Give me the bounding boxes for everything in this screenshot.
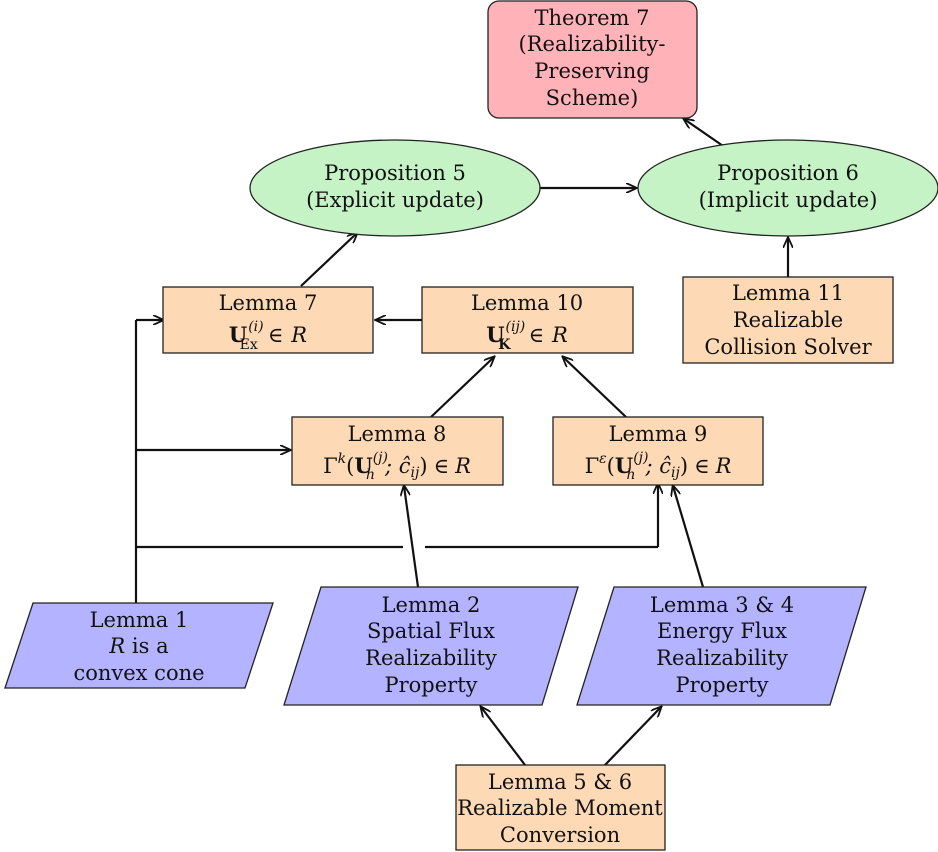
lemma2-line4: Property bbox=[384, 673, 477, 697]
edges bbox=[134, 119, 788, 766]
edge-prop6-theorem7 bbox=[684, 119, 727, 149]
theorem7-title: Theorem 7 bbox=[534, 6, 649, 30]
lemma56-title: Lemma 5 & 6 bbox=[488, 770, 632, 794]
lemma7-box bbox=[162, 286, 374, 354]
lemma8-box bbox=[291, 416, 504, 486]
node-lemma1: Lemma 1 R is a convex cone bbox=[4, 602, 274, 689]
prop6-ellipse bbox=[637, 139, 938, 237]
edge-lemma56-lemma34 bbox=[604, 707, 661, 766]
lemma7-expression: U(i)Ex∈R bbox=[229, 319, 307, 353]
lemma34-line2: Energy Flux bbox=[657, 619, 787, 643]
theorem7-line2: (Realizability- bbox=[519, 32, 666, 56]
node-lemma2: Lemma 2 Spatial Flux Realizability Prope… bbox=[283, 586, 579, 706]
edge-lemma7-prop5 bbox=[300, 233, 357, 287]
lemma9-expression: Γε(U(j)h; ĉij)∈R bbox=[585, 450, 732, 483]
lemma7-title: Lemma 7 bbox=[219, 291, 318, 315]
theorem7-line4: Scheme) bbox=[546, 86, 639, 110]
lemma11-line2: Realizable bbox=[733, 308, 843, 332]
edge-lemma2-lemma8 bbox=[404, 486, 420, 588]
node-lemma7: Lemma 7 U(i)Ex∈R bbox=[162, 286, 374, 354]
edge-lemma34-lemma9 bbox=[673, 486, 705, 588]
node-prop5: Proposition 5 (Explicit update) bbox=[249, 139, 541, 237]
lemma11-box bbox=[682, 276, 894, 364]
node-prop6: Proposition 6 (Implicit update) bbox=[637, 139, 938, 237]
lemma34-parallelogram bbox=[576, 586, 867, 706]
lemma56-box bbox=[455, 764, 666, 851]
prop5-ellipse bbox=[249, 139, 541, 237]
edge-lemma8-lemma10 bbox=[430, 357, 494, 418]
lemma10-expression: U(ij)K∈R bbox=[486, 319, 568, 353]
prop5-line2: (Explicit update) bbox=[306, 188, 484, 212]
lemma56-line2: Realizable Moment bbox=[457, 796, 663, 820]
prop6-line2: (Implicit update) bbox=[699, 188, 878, 212]
edge-lemma56-lemma2 bbox=[481, 707, 526, 766]
edge-lemma9-lemma10 bbox=[563, 357, 627, 418]
lemma2-line3: Realizability bbox=[365, 646, 497, 670]
prop6-title: Proposition 6 bbox=[717, 161, 859, 185]
lemma1-parallelogram bbox=[4, 602, 274, 689]
lemma1-line3: convex cone bbox=[73, 661, 204, 685]
theorem7-box bbox=[487, 0, 698, 119]
node-lemma10: Lemma 10 U(ij)K∈R bbox=[421, 286, 634, 354]
lemma11-title: Lemma 11 bbox=[732, 281, 844, 305]
theorem7-line3: Preserving bbox=[534, 59, 649, 83]
lemma34-line4: Property bbox=[675, 673, 768, 697]
lemma9-title: Lemma 9 bbox=[609, 422, 708, 446]
lemma2-line2: Spatial Flux bbox=[367, 619, 495, 643]
node-theorem7: Theorem 7 (Realizability- Preserving Sch… bbox=[487, 0, 698, 119]
prop5-title: Proposition 5 bbox=[324, 161, 466, 185]
lemma8-title: Lemma 8 bbox=[348, 422, 447, 446]
node-lemma11: Lemma 11 Realizable Collision Solver bbox=[682, 276, 894, 364]
lemma10-title: Lemma 10 bbox=[471, 291, 583, 315]
lemma56-line3: Conversion bbox=[500, 823, 620, 847]
lemma11-line3: Collision Solver bbox=[704, 335, 872, 359]
lemma2-title: Lemma 2 bbox=[382, 593, 481, 617]
node-lemma9: Lemma 9 Γε(U(j)h; ĉij)∈R bbox=[552, 416, 764, 486]
lemma1-line2: R is a bbox=[108, 634, 168, 658]
lemma8-expression: Γk(U(j)h; ĉij)∈R bbox=[323, 450, 471, 483]
lemma10-box bbox=[421, 286, 634, 354]
lemma2-parallelogram bbox=[283, 586, 579, 706]
node-lemma8: Lemma 8 Γk(U(j)h; ĉij)∈R bbox=[291, 416, 504, 486]
lemma34-title: Lemma 3 & 4 bbox=[650, 593, 794, 617]
node-lemma56: Lemma 5 & 6 Realizable Moment Conversion bbox=[455, 764, 666, 851]
lemma9-box bbox=[552, 416, 764, 486]
lemma34-line3: Realizability bbox=[656, 646, 788, 670]
node-lemma34: Lemma 3 & 4 Energy Flux Realizability Pr… bbox=[576, 586, 867, 706]
lemma1-title: Lemma 1 bbox=[90, 608, 189, 632]
